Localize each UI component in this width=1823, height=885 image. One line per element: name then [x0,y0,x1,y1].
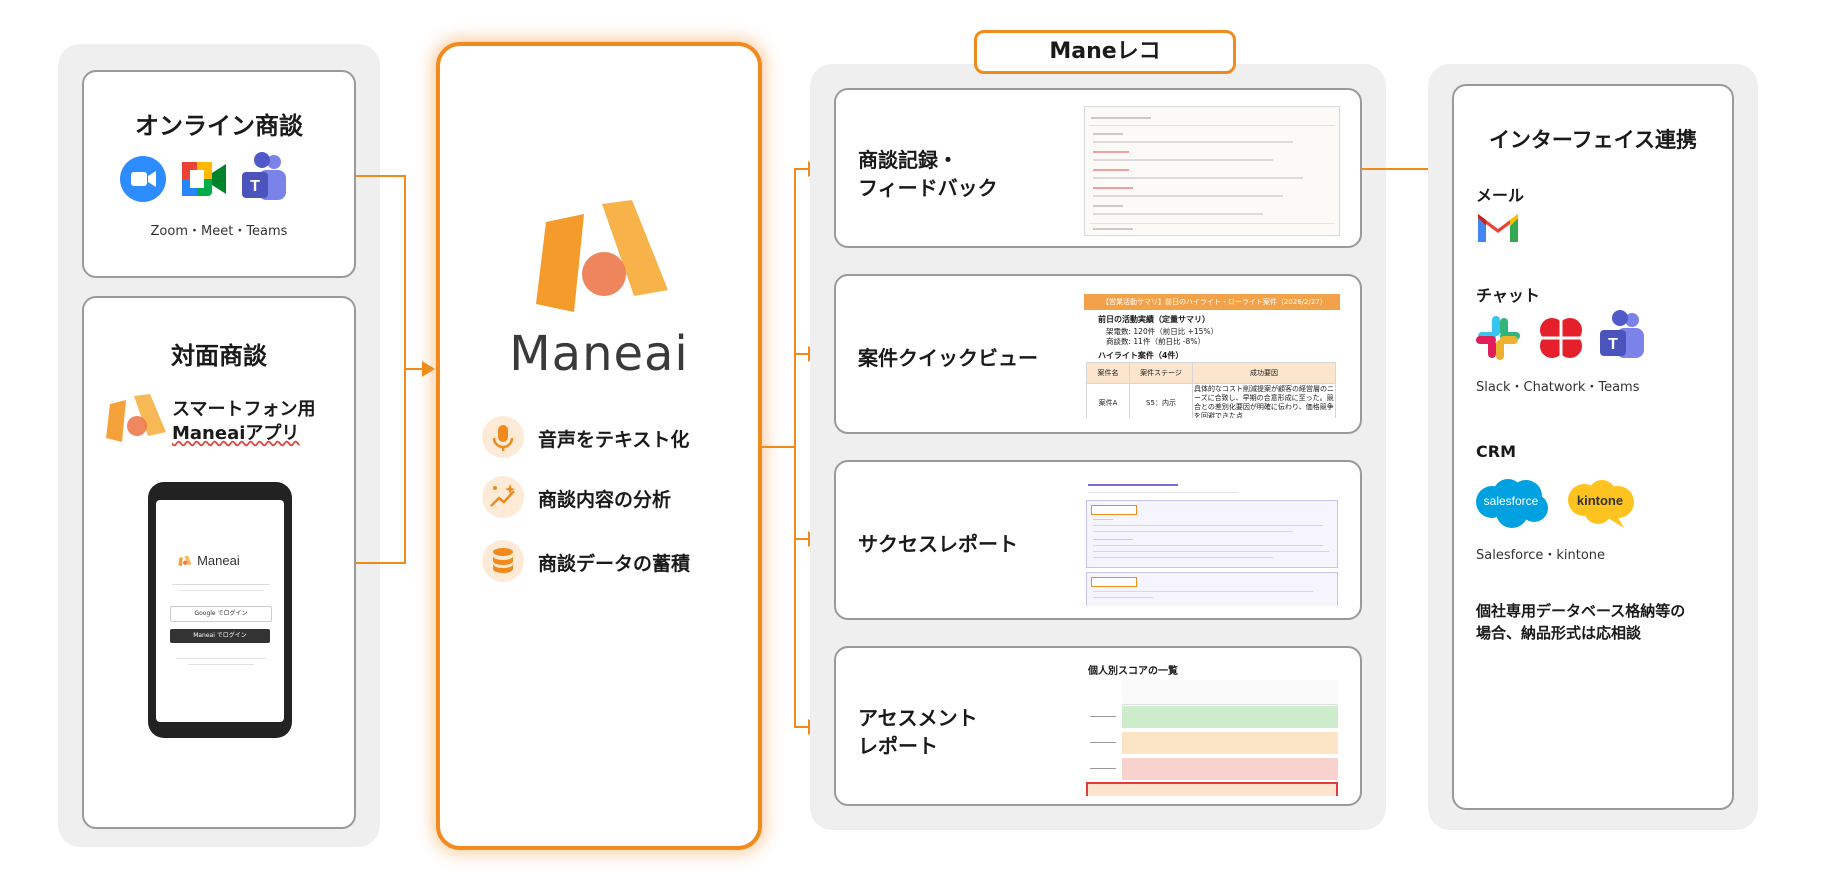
in-person-meeting-card: 対面商談 スマートフォン用 Maneaiアプリ Maneai Google でロ… [82,296,356,829]
chat-label: チャット [1476,286,1540,305]
app-label-line2: Maneaiアプリ [172,423,300,444]
quick-view-sub: 前日の活動実績（定量サマリ） [1098,315,1210,324]
maneai-core-card: Maneai 音声をテキスト化 商談内容の分析 商談データの蓄積 [436,42,762,850]
quick-view-stat2: 商談数: 11件（前日比 -8%） [1106,337,1205,346]
feature-label-1: 音声をテキスト化 [538,429,690,451]
kintone-icon: kintone [1562,478,1642,530]
quick-view-stat1: 架電数: 120件（前日比 +15%） [1106,327,1219,336]
maneleco-item-meeting-record: 商談記録・ フィードバック [834,88,1362,248]
item1-label-line2: フィードバック [858,176,998,200]
zoom-icon [120,156,166,202]
svg-text:T: T [1608,336,1618,353]
assessment-thumb-title: 個人別スコアの一覧 [1088,666,1178,677]
assessment-thumbnail: 個人別スコアの一覧 [1084,662,1340,796]
feature-label-2: 商談内容の分析 [538,489,672,511]
connector-item3 [794,538,808,540]
gmail-icon [1476,212,1520,246]
phone-second-login-button[interactable]: Maneai でログイン [170,629,270,643]
quick-view-thumbnail: 【営業活動サマリ】前日のハイライト・ローライト案件（2026/2/27） 前日の… [1084,294,1340,418]
connector-item1 [794,168,808,170]
maneleco-tab-label: Maneレコ [1049,39,1161,64]
connector-inperson [356,562,406,564]
phone-google-login-button[interactable]: Google でログイン [170,606,272,622]
connector-vertical-mid [794,168,796,728]
database-icon [482,540,524,582]
connector-item4 [794,726,808,728]
teams-icon: T [240,152,288,204]
maneleco-item-success-report: サクセスレポート [834,460,1362,620]
feature-data-storage: 商談データの蓄積 [482,540,742,584]
online-meeting-card: オンライン商談 T Zoom・Meet・Teams [82,70,356,278]
slack-icon [1474,314,1522,362]
note-line2: 場合、納品形式は応相談 [1476,624,1642,642]
mail-label: メール [1476,186,1525,205]
maneai-logo-icon [530,196,670,316]
note-line1: 個社専用データベース格納等の [1476,602,1686,620]
app-label-line1: スマートフォン用 [172,399,316,420]
quick-view-header: 【営業活動サマリ】前日のハイライト・ローライト案件（2026/2/27） [1102,298,1327,306]
maneai-brand-text: Maneai [509,326,689,382]
connector-to-center [404,368,422,370]
quick-view-highlight: ハイライト案件（4件） [1098,351,1184,360]
chat-caption: Slack・Chatwork・Teams [1476,380,1640,395]
smartphone-mockup: Maneai Google でログイン Maneai でログイン [148,482,292,738]
phone-logo: Maneai [178,550,268,570]
integration-title: インターフェイス連携 [1488,128,1698,152]
microphone-icon [482,416,524,458]
online-meeting-title: オンライン商談 [135,112,303,140]
item1-label-line1: 商談記録・ [858,148,958,172]
item4-label-line1: アセスメント [858,706,978,730]
maneleco-item-assessment-report: アセスメント レポート 個人別スコアの一覧 [834,646,1362,806]
crm-caption: Salesforce・kintone [1476,548,1606,563]
maneleco-item-quick-view: 案件クイックビュー 【営業活動サマリ】前日のハイライト・ローライト案件（2026… [834,274,1362,434]
maneleco-tab: Maneレコ [974,30,1236,74]
quick-view-table: 案件名 案件ステージ 成功要因 案件A S5：内示 具体的なコスト削減提案が顧客… [1086,362,1336,418]
svg-text:T: T [250,178,260,195]
kintone-text: kintone [1576,493,1624,508]
connector-to-integration [1362,168,1454,170]
phone-logo-text: Maneai [197,553,240,568]
teams-icon: T [1598,310,1646,362]
maneai-app-logo-icon [104,392,168,444]
connector-item2 [794,353,808,355]
in-person-meeting-title: 対面商談 [171,342,267,370]
salesforce-text: salesforce [1483,494,1539,508]
crm-label: CRM [1476,442,1516,461]
integration-card: インターフェイス連携 メール チャット T Slack・Cha [1452,84,1734,810]
feature-analysis: 商談内容の分析 [482,476,742,520]
connector-center-out [762,446,796,448]
item2-label: 案件クイックビュー [858,346,1038,370]
connector-online [356,175,406,177]
meeting-record-thumbnail [1084,106,1340,236]
chatwork-icon [1536,314,1586,362]
sparkle-chart-icon [482,476,524,518]
online-meeting-caption: Zoom・Meet・Teams [150,224,288,239]
feature-label-3: 商談データの蓄積 [538,553,691,575]
feature-speech-to-text: 音声をテキスト化 [482,416,742,460]
success-report-thumbnail [1084,478,1340,606]
salesforce-icon: salesforce [1472,476,1550,530]
item4-label-line2: レポート [858,734,938,758]
arrow-to-center [422,361,435,377]
google-meet-icon [180,156,228,202]
item3-label: サクセスレポート [858,532,1018,556]
